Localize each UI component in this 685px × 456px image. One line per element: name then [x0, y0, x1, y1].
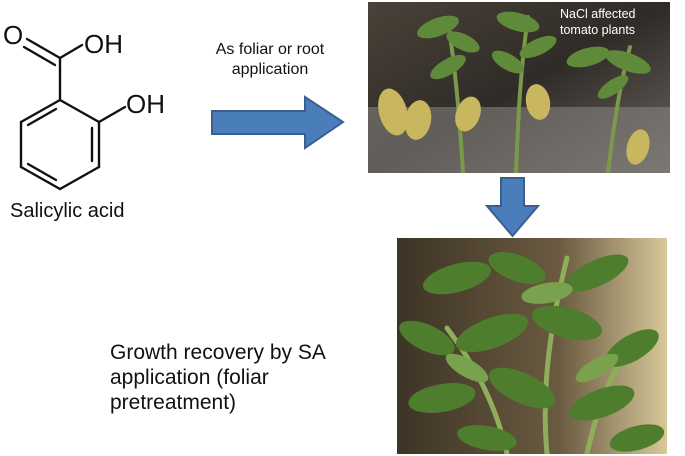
- salicylic-acid-structure: O OH OH: [3, 20, 165, 191]
- result-label: Growth recovery by SA application (folia…: [110, 341, 325, 414]
- application-label: As foliar or root application: [215, 41, 325, 78]
- ring-bond: [19, 165, 62, 191]
- c-oh-bond: [58, 43, 84, 60]
- ring-double-bond: [26, 162, 58, 182]
- compound-name: Salicylic acid: [10, 200, 125, 222]
- salt-stressed-plants-photo: [368, 2, 670, 173]
- c-o-double-bond: [25, 37, 62, 60]
- carboxyl-o-label: O: [3, 20, 23, 50]
- photo-caption: NaCl affected tomato plants: [560, 7, 636, 37]
- ring-bond: [19, 98, 62, 124]
- recovered-plant-photo: [397, 238, 667, 454]
- c-o-double-bond: [22, 45, 57, 67]
- ring-double-bond: [26, 107, 58, 127]
- ring-bond: [58, 98, 101, 124]
- c-oh-bond: [97, 105, 127, 124]
- hydroxyl-label: OH: [126, 89, 165, 119]
- carboxyl-oh-label: OH: [84, 29, 123, 59]
- arrow-down-icon: [485, 177, 540, 238]
- ring-bond: [58, 165, 101, 191]
- arrow-right-icon: [211, 95, 345, 150]
